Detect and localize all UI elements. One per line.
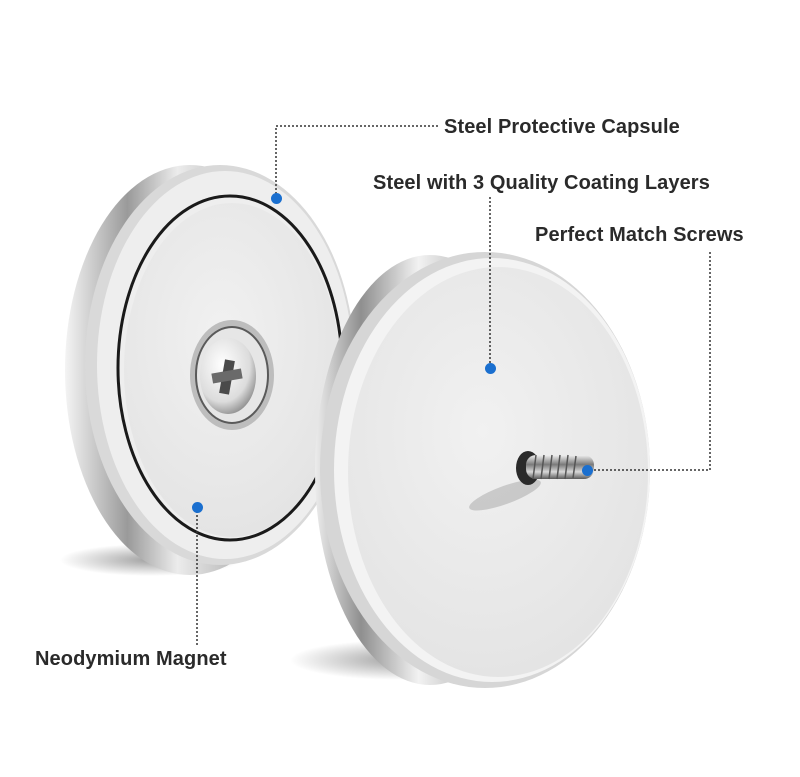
right-magnet: [315, 252, 650, 688]
callout-dot-screws: [582, 465, 593, 476]
left-magnet: [65, 165, 355, 575]
callout-label-magnet: Neodymium Magnet: [35, 648, 227, 670]
callout-dot-magnet: [192, 502, 203, 513]
callout-dot-coating: [485, 363, 496, 374]
callout-label-screws: Perfect Match Screws: [535, 224, 744, 246]
callout-label-capsule: Steel Protective Capsule: [444, 116, 680, 138]
callout-dot-capsule: [271, 193, 282, 204]
callout-label-coating: Steel with 3 Quality Coating Layers: [373, 172, 710, 194]
